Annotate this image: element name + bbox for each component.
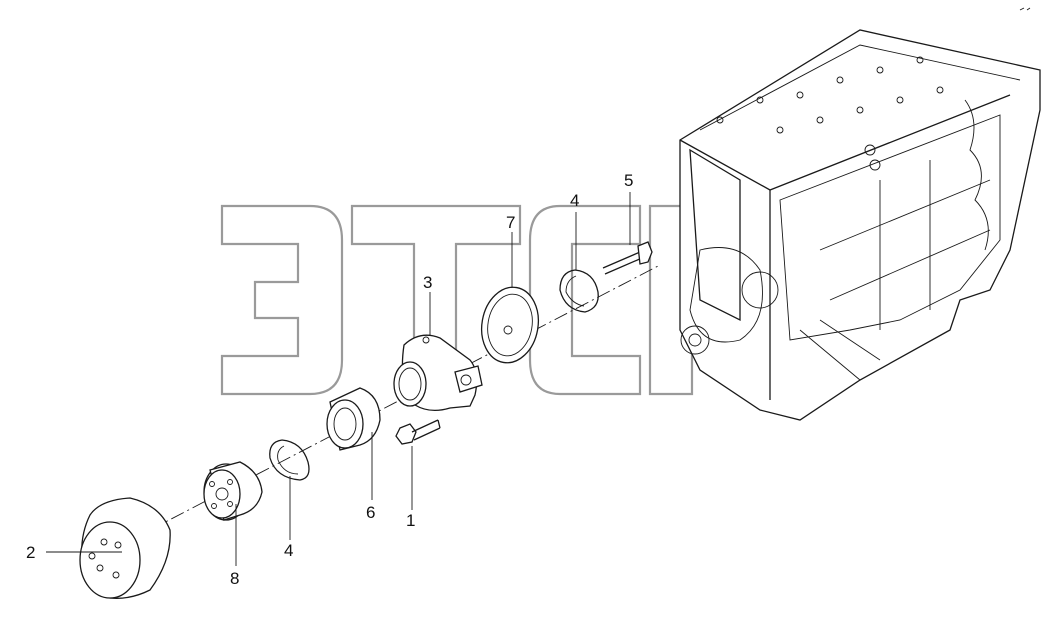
gasket-part-7 bbox=[480, 286, 540, 364]
snap-ring-upper-part-4 bbox=[559, 269, 599, 313]
callout-8: 8 bbox=[230, 569, 239, 588]
callout-6: 6 bbox=[366, 503, 375, 522]
callout-7: 7 bbox=[506, 213, 515, 232]
long-bolt-part-5 bbox=[602, 241, 653, 275]
hub-part-8 bbox=[203, 461, 263, 521]
callout-4-lower: 4 bbox=[284, 541, 293, 560]
bolt-part-1 bbox=[395, 419, 441, 445]
pulley-part-2 bbox=[79, 497, 171, 599]
bearing-part-6 bbox=[326, 387, 381, 451]
callout-2: 2 bbox=[26, 543, 35, 562]
block-bolt-holes bbox=[716, 56, 944, 171]
snap-ring-lower-part-4 bbox=[269, 439, 310, 481]
corner-mark bbox=[1019, 7, 1031, 11]
callout-3: 3 bbox=[423, 273, 432, 292]
callout-5: 5 bbox=[624, 171, 633, 190]
callout-4-upper: 4 bbox=[570, 191, 579, 210]
engine-block bbox=[679, 29, 1041, 421]
callout-1: 1 bbox=[406, 511, 415, 530]
callout-labels: 1 2 3 4 4 5 6 7 8 bbox=[26, 171, 633, 588]
leader-lines bbox=[46, 192, 631, 566]
pump-housing-part-3 bbox=[393, 334, 483, 412]
